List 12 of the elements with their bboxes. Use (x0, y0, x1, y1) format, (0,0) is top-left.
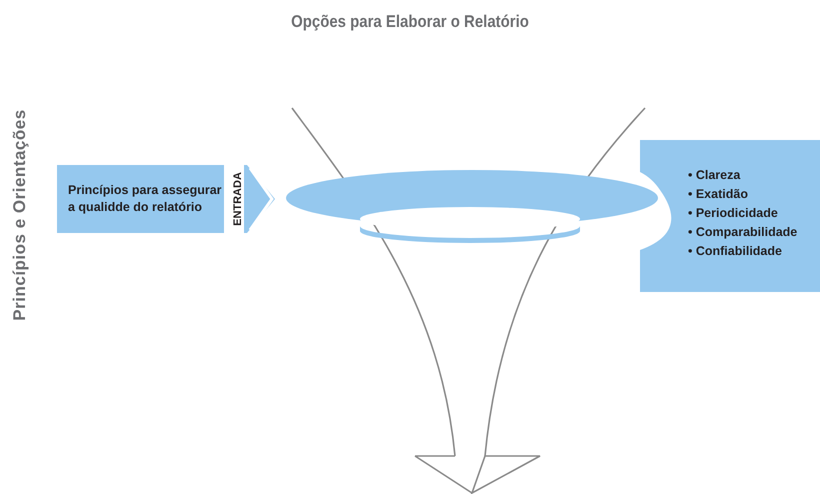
bullet-item: • Comparabilidade (688, 225, 798, 239)
bullet-item: • Exatidão (688, 187, 748, 201)
ring-shape (286, 170, 658, 243)
list-panel (640, 140, 820, 292)
box-text: Princípios para assegurar a qualidde do relatório (68, 182, 223, 216)
side-heading: Princípios e Orientações (10, 108, 30, 323)
diagram-title: Opções para Elaborar o Relatório (290, 12, 530, 32)
input-arrow-box (57, 165, 275, 233)
entry-label: ENTRADA (232, 171, 244, 228)
bullet-item: • Clareza (688, 168, 740, 182)
bullet-item: • Periodicidade (688, 206, 778, 220)
bullet-item: • Confiabilidade (688, 244, 782, 258)
